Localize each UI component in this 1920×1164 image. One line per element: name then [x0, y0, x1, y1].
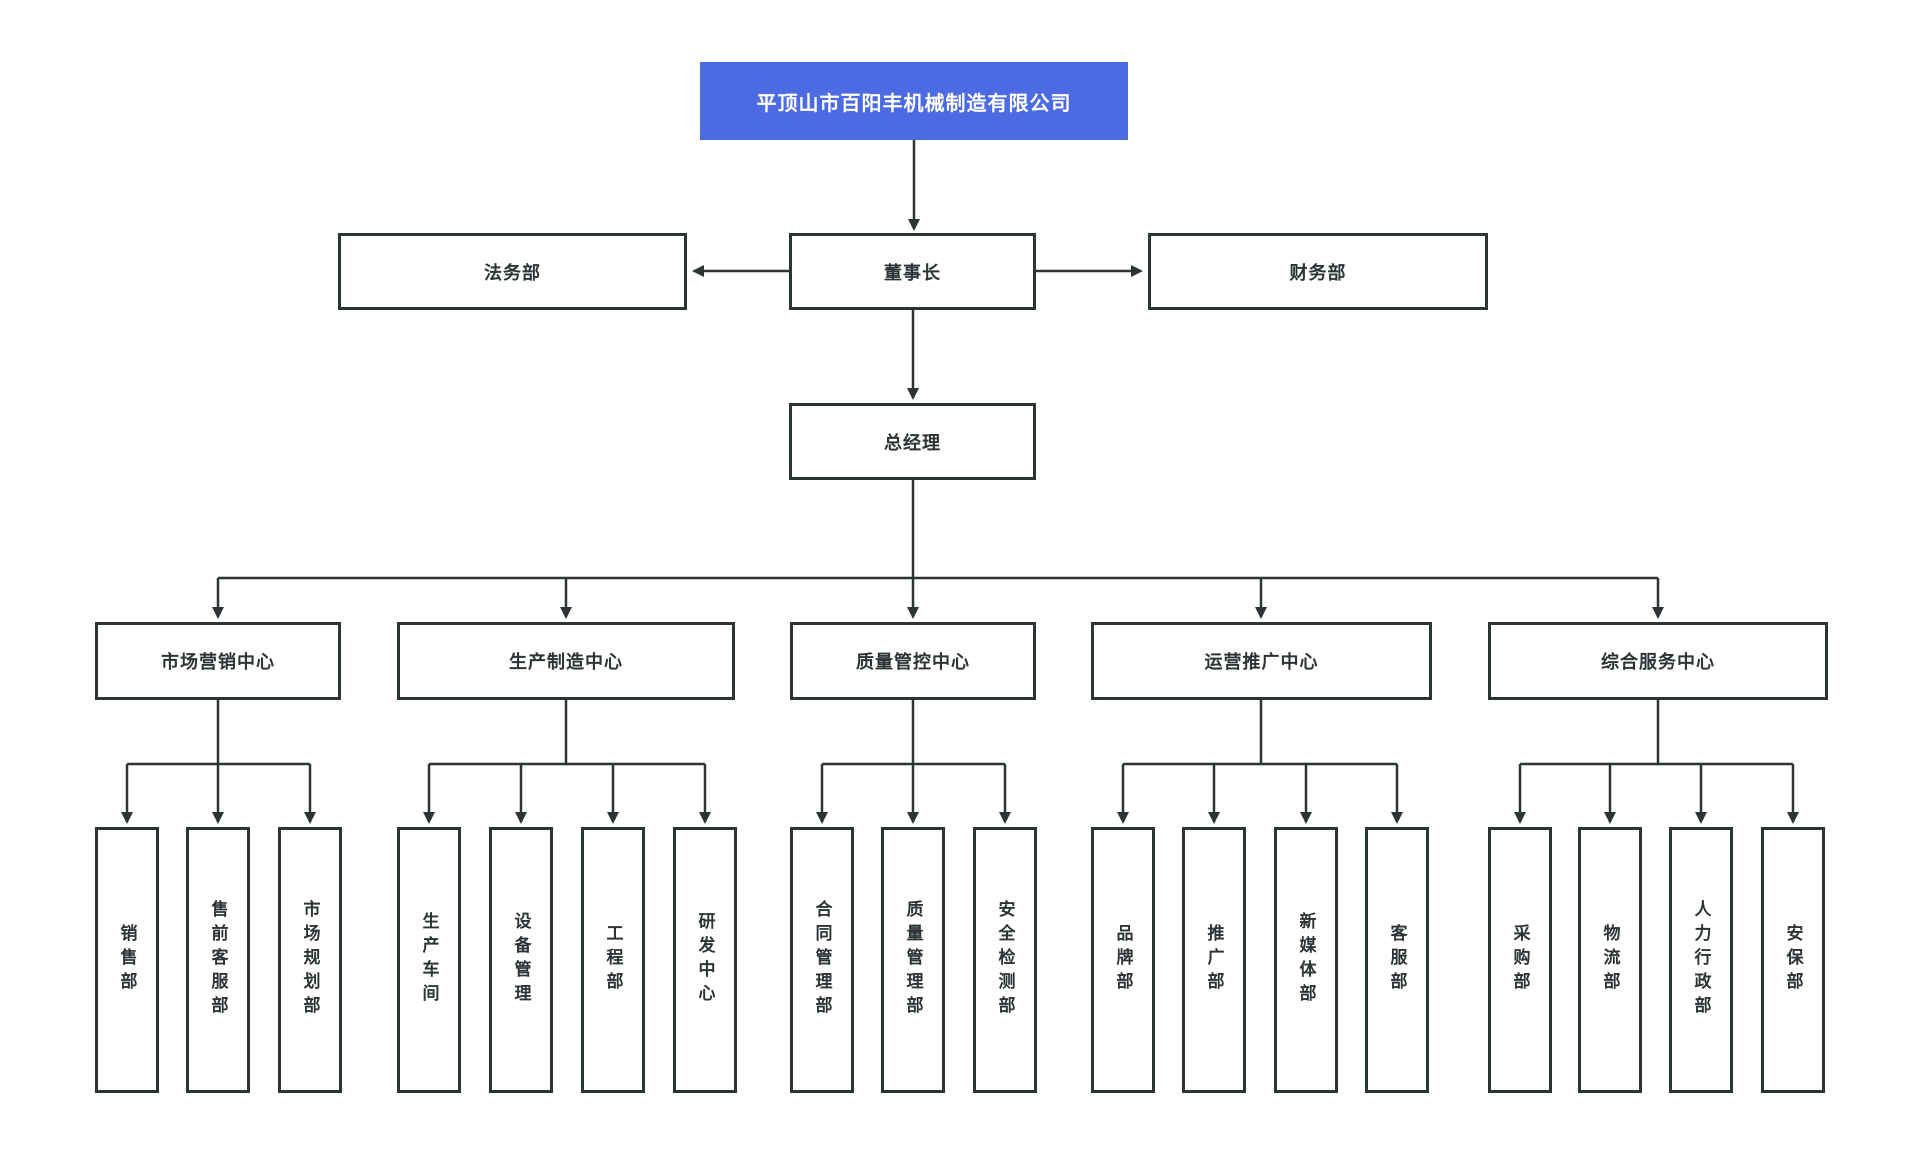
node-center-quality[interactable]: 质量管控中心	[790, 622, 1036, 700]
node-dept-brand[interactable]: 品牌部	[1091, 827, 1155, 1093]
node-dept-safety-inspection[interactable]: 安全检测部	[973, 827, 1037, 1093]
dept-label: 物流部	[1600, 924, 1620, 996]
finance-dept-label: 财务部	[1289, 262, 1347, 283]
node-center-services[interactable]: 综合服务中心	[1488, 622, 1828, 700]
legal-dept-label: 法务部	[484, 262, 541, 283]
node-center-operations[interactable]: 运营推广中心	[1091, 622, 1432, 700]
dept-label: 销售部	[117, 924, 137, 996]
center-label: 市场营销中心	[161, 652, 275, 672]
node-center-production[interactable]: 生产制造中心	[397, 622, 735, 700]
dept-label: 质量管理部	[903, 900, 923, 1020]
node-dept-presales-service[interactable]: 售前客服部	[186, 827, 250, 1093]
dept-label: 安保部	[1783, 924, 1803, 996]
node-dept-promotion[interactable]: 推广部	[1182, 827, 1246, 1093]
dept-label: 研发中心	[695, 912, 715, 1008]
dept-label: 设备管理	[511, 912, 531, 1008]
general-manager-label: 总经理	[884, 432, 941, 453]
dept-label: 推广部	[1204, 924, 1224, 996]
node-dept-procurement[interactable]: 采购部	[1488, 827, 1552, 1093]
dept-label: 品牌部	[1113, 924, 1133, 996]
chairman-label: 董事长	[884, 262, 941, 283]
node-dept-quality-mgmt[interactable]: 质量管理部	[881, 827, 945, 1093]
node-dept-contract-mgmt[interactable]: 合同管理部	[790, 827, 854, 1093]
node-dept-market-planning[interactable]: 市场规划部	[278, 827, 342, 1093]
node-dept-rnd-center[interactable]: 研发中心	[673, 827, 737, 1093]
center-label: 综合服务中心	[1601, 652, 1715, 672]
center-label: 质量管控中心	[856, 652, 970, 672]
node-general-manager[interactable]: 总经理	[789, 403, 1036, 480]
dept-label: 售前客服部	[208, 900, 228, 1020]
node-dept-new-media[interactable]: 新媒体部	[1274, 827, 1338, 1093]
node-dept-logistics[interactable]: 物流部	[1578, 827, 1642, 1093]
node-chairman[interactable]: 董事长	[789, 233, 1036, 310]
node-company[interactable]: 平顶山市百阳丰机械制造有限公司	[700, 62, 1128, 140]
dept-label: 市场规划部	[300, 900, 320, 1020]
company-name-label: 平顶山市百阳丰机械制造有限公司	[756, 92, 1072, 115]
dept-label: 客服部	[1387, 924, 1407, 996]
dept-label: 合同管理部	[812, 900, 832, 1020]
dept-label: 人力行政部	[1691, 900, 1711, 1020]
node-dept-sales[interactable]: 销售部	[95, 827, 159, 1093]
center-label: 生产制造中心	[509, 652, 623, 672]
dept-label: 工程部	[603, 924, 623, 996]
node-dept-engineering[interactable]: 工程部	[581, 827, 645, 1093]
dept-label: 采购部	[1510, 924, 1530, 996]
node-legal-dept[interactable]: 法务部	[338, 233, 687, 310]
node-dept-hr-admin[interactable]: 人力行政部	[1669, 827, 1733, 1093]
center-label: 运营推广中心	[1204, 652, 1319, 672]
node-dept-security[interactable]: 安保部	[1761, 827, 1825, 1093]
node-center-marketing[interactable]: 市场营销中心	[95, 622, 341, 700]
node-finance-dept[interactable]: 财务部	[1148, 233, 1488, 310]
node-dept-equipment-mgmt[interactable]: 设备管理	[489, 827, 553, 1093]
dept-label: 安全检测部	[995, 900, 1015, 1020]
dept-label: 生产车间	[419, 912, 439, 1008]
node-dept-customer-service[interactable]: 客服部	[1365, 827, 1429, 1093]
node-dept-production-workshop[interactable]: 生产车间	[397, 827, 461, 1093]
dept-label: 新媒体部	[1296, 912, 1316, 1008]
